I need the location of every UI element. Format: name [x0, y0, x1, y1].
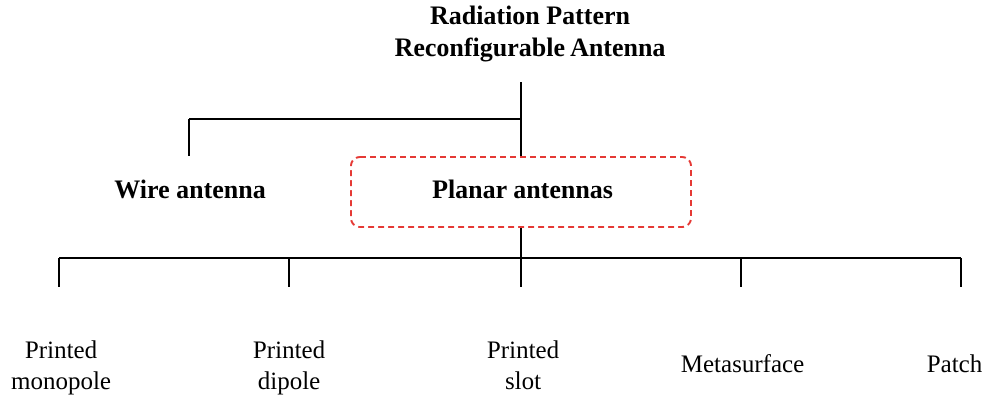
leaf-line1: Patch	[926, 351, 983, 378]
planar-highlight-box	[350, 156, 692, 228]
leaf-metasurface: Metasurface	[655, 350, 830, 381]
leaf-line2: monopole	[11, 367, 111, 395]
leaf-printed-dipole: Printed dipole	[230, 336, 348, 397]
leaf-patch: Patch	[912, 350, 995, 381]
leaf-printed-slot: Printed slot	[463, 336, 583, 397]
root-node: Radiation Pattern Reconfigurable Antenna	[380, 0, 680, 63]
root-title-line1: Radiation Pattern	[429, 1, 631, 30]
leaf-line1: Printed	[486, 337, 560, 364]
leaf-printed-monopole: Printed monopole	[0, 336, 122, 397]
leaf-line1: Metasurface	[680, 351, 805, 378]
leaf-line1: Printed	[24, 337, 98, 364]
wire-antenna-node: Wire antenna	[114, 175, 266, 204]
leaf-line2: slot	[504, 367, 542, 395]
root-title-line2: Reconfigurable Antenna	[394, 32, 666, 62]
leaf-line2: dipole	[257, 367, 321, 395]
planar-antennas-node: Planar antennas	[432, 175, 613, 204]
leaf-line1: Printed	[252, 337, 326, 364]
